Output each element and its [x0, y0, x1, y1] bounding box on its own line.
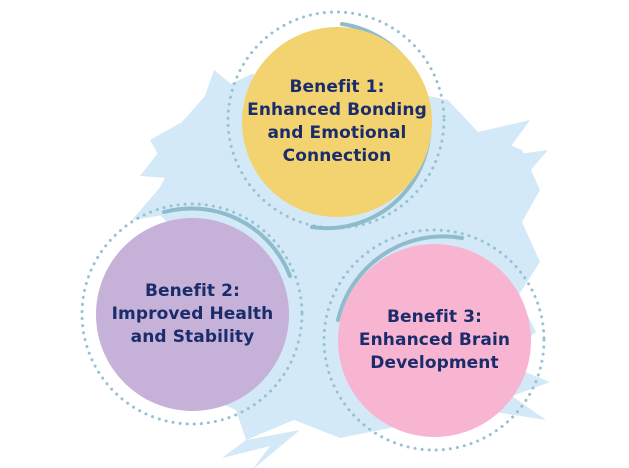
benefit-2-circle: Benefit 2: Improved Health and Stability [96, 218, 289, 411]
arc-benefit-3 [336, 234, 464, 322]
splash-spike [478, 120, 548, 180]
splash-spike [222, 430, 300, 468]
splash-spike [132, 122, 182, 250]
dotted-ring-benefit-2 [80, 202, 304, 426]
benefit-3-circle: Benefit 3: Enhanced Brain Development [338, 244, 531, 437]
arc-benefit-2 [162, 206, 292, 278]
benefit-1-circle: Benefit 1: Enhanced Bonding and Emotiona… [242, 27, 432, 217]
benefit-1-label: Benefit 1: Enhanced Bonding and Emotiona… [247, 77, 427, 166]
benefit-2-label: Benefit 2: Improved Health and Stability [111, 281, 274, 347]
splash-spike [205, 70, 252, 96]
dotted-ring-benefit-3 [322, 228, 546, 452]
benefit-3-label: Benefit 3: Enhanced Brain Development [358, 307, 511, 373]
